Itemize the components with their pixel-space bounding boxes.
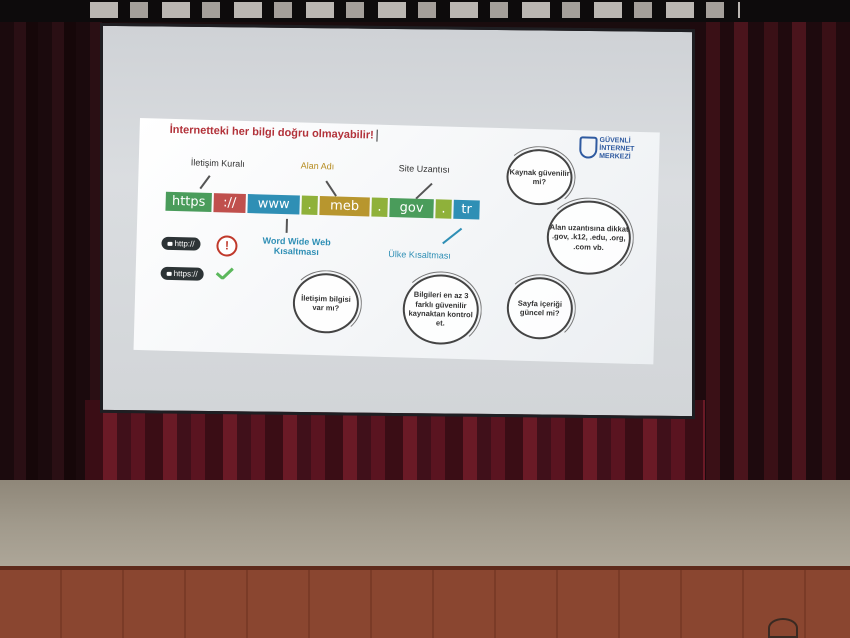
projected-slide: İnternetteki her bilgi doğru olmayabilir… <box>133 118 660 365</box>
arrow-country <box>442 227 462 244</box>
stage-front-panel <box>0 570 850 638</box>
bubble-page-updated: Sayfa içeriği güncel mi? <box>505 276 574 341</box>
url-segment-dot-3: . <box>435 199 452 219</box>
logo-line-3: MERKEZİ <box>599 152 631 161</box>
label-country-abbreviation: Ülke Kısaltması <box>388 248 451 261</box>
arrow-protocol <box>199 175 211 189</box>
url-segment-dot-1: . <box>301 195 318 215</box>
curtain-right <box>690 22 850 512</box>
url-segment-dot-2: . <box>371 197 388 217</box>
label-domain-name: Alan Adı <box>300 160 335 172</box>
https-pill: https:// <box>160 266 204 281</box>
stage-banner <box>0 0 850 22</box>
url-segment-domain: meb <box>319 196 370 217</box>
arrow-domain <box>325 180 337 197</box>
url-segment-gov: gov <box>389 198 434 219</box>
bubble-contact-info: İletişim bilgisi var mı? <box>292 272 360 335</box>
bubble-source-trust: Kaynak güvenilir mi? <box>505 148 574 207</box>
checkmark-icon <box>215 267 234 280</box>
stage-floor <box>0 480 850 580</box>
https-label: https:// <box>173 269 198 279</box>
arrow-www <box>286 218 288 233</box>
url-anatomy: https :// www . meb . gov . tr <box>165 191 480 220</box>
label-site-extension: Site Uzantısı <box>398 163 450 175</box>
lock-icon <box>167 241 173 246</box>
label-www-line-2: Kısaltması <box>273 245 320 258</box>
http-label: http:// <box>174 239 195 249</box>
microphone-icon <box>768 618 798 638</box>
warning-icon: ! <box>216 235 238 257</box>
label-protocol-rule: İletişim Kuralı <box>190 157 245 169</box>
shield-icon <box>579 136 598 159</box>
url-segment-country: tr <box>453 199 480 220</box>
url-segment-www: www <box>247 194 300 215</box>
logo-text: GÜVENLİ İNTERNET MERKEZİ <box>599 137 635 162</box>
lock-icon <box>166 271 172 276</box>
bubble-three-sources: Bilgileri en az 3 farklı güvenilir kayna… <box>401 273 480 346</box>
label-www-abbreviation: Word Wide Web Kısaltması <box>262 235 330 258</box>
slide-title: İnternetteki her bilgi doğru olmayabilir… <box>170 124 378 142</box>
url-segment-separator: :// <box>213 193 246 213</box>
http-pill: http:// <box>161 236 201 251</box>
arrow-extension <box>415 182 433 200</box>
banner-lettering <box>90 2 740 18</box>
url-segment-protocol: https <box>165 191 212 213</box>
guvenli-internet-logo: GÜVENLİ İNTERNET MERKEZİ <box>579 136 655 164</box>
bubble-domain-extension: Alan uzantısına dikkat .gov, .k12, .edu,… <box>545 199 632 276</box>
